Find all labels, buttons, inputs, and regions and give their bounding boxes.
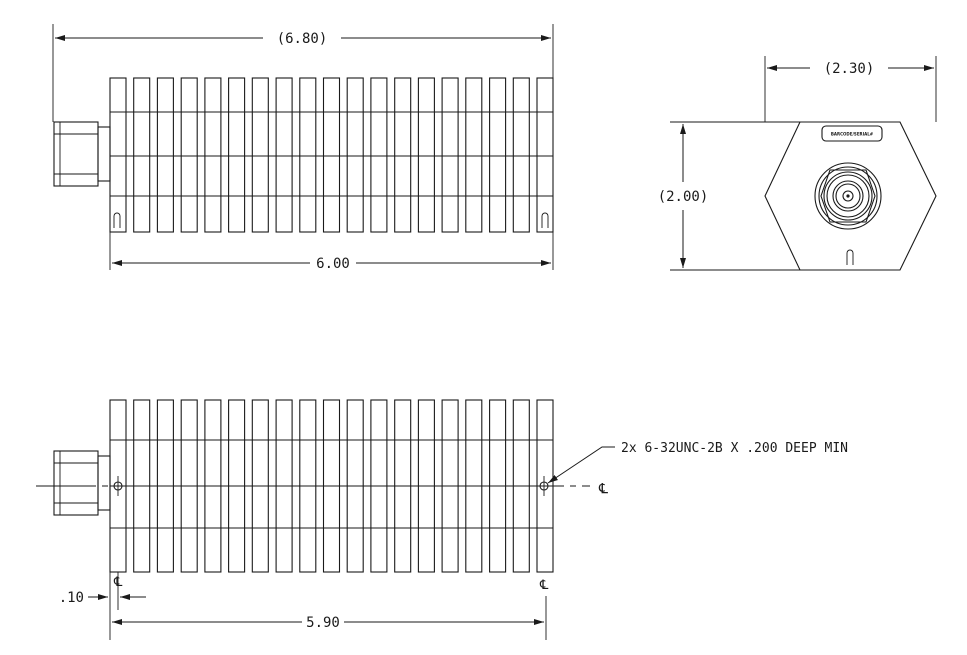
barcode-label-plate <box>821 125 883 142</box>
fin <box>322 77 341 233</box>
fin <box>275 77 293 233</box>
fin <box>156 77 174 233</box>
mounting-hole-left <box>113 476 123 496</box>
threaded-hole-marker-right <box>541 212 549 228</box>
hole-offset-dimension: .10 <box>59 590 84 606</box>
hole-callout: 2x 6-32UNC-2B X .200 DEEP MIN <box>621 441 848 456</box>
connector-nut <box>53 121 99 187</box>
fin <box>417 77 435 233</box>
threaded-hole-marker-left <box>113 212 121 228</box>
fin <box>228 77 246 233</box>
hole-callout-leader <box>547 446 615 484</box>
heatsink-fins <box>109 77 554 233</box>
fin <box>465 77 483 233</box>
top-view: (6.80) 6.00 <box>52 24 554 272</box>
fin <box>370 77 388 233</box>
fin <box>299 77 317 233</box>
fin-section-lines <box>110 111 553 197</box>
fin <box>536 77 554 233</box>
n-connector <box>53 121 111 187</box>
fin <box>251 77 269 233</box>
fin <box>109 77 127 233</box>
fin <box>441 77 459 233</box>
fin <box>489 77 507 233</box>
width-dimension: (2.30) <box>824 61 875 77</box>
hex-end-face <box>764 121 937 271</box>
connector-face <box>814 162 882 230</box>
connector-body <box>97 126 111 182</box>
connector-nut-bottom <box>53 450 99 516</box>
fin <box>394 77 412 233</box>
mounting-hole-right <box>539 476 549 496</box>
fin <box>180 77 198 233</box>
fin <box>512 77 530 233</box>
centerline-symbol-right-hole: ℄ <box>539 578 549 593</box>
threaded-hole-marker-end <box>846 249 854 265</box>
connector-hex-nut <box>820 169 876 223</box>
hole-spacing-dimension: 5.90 <box>306 615 340 631</box>
barcode-label-text: BARCODE/SERIAL# <box>831 132 874 137</box>
fin <box>204 77 222 233</box>
centerline-symbol-right: ℄ <box>598 481 608 497</box>
overall-length-dimension: (6.80) <box>277 31 328 47</box>
connector-body-bottom <box>97 455 111 511</box>
bottom-view: ℄ 2x 6-32UNC-2B X .200 DEEP MIN ℄ ℄ .10 … <box>36 399 848 640</box>
end-view: (2.30) (2.00) BARCODE/SERIAL# <box>658 56 937 271</box>
n-connector-bottom <box>53 450 111 516</box>
center-pin <box>842 190 854 202</box>
fin-section-lines-bottom <box>110 439 553 529</box>
height-dimension: (2.00) <box>658 189 709 205</box>
body-length-dimension: 6.00 <box>316 256 350 272</box>
fin <box>133 77 151 233</box>
connector-outer-ring <box>814 162 882 230</box>
fin <box>346 77 364 233</box>
